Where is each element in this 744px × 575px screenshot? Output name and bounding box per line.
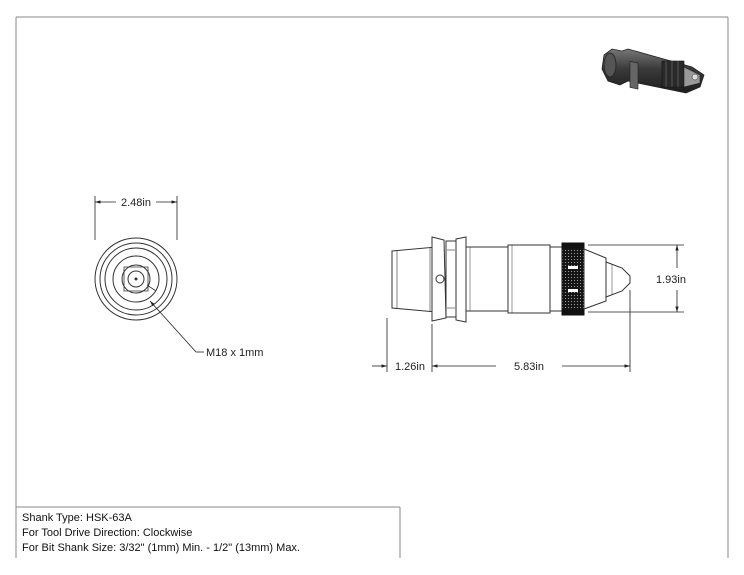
thread-label: M18 x 1mm <box>206 347 263 359</box>
side-view <box>391 236 631 323</box>
isometric-thumbnail <box>601 48 705 94</box>
front-diameter-label: 2.48in <box>121 197 151 209</box>
front-view <box>94 237 178 321</box>
spec-drive-direction: For Tool Drive Direction: Clockwise <box>22 527 193 539</box>
front-diameter-dimension <box>94 196 178 240</box>
side-height-label: 1.93in <box>656 274 686 286</box>
side-height-dimension <box>588 244 684 313</box>
thread-leader <box>149 300 204 353</box>
spec-bit-shank-size: For Bit Shank Size: 3/32" (1mm) Min. - 1… <box>22 542 300 554</box>
spec-shank-type: Shank Type: HSK-63A <box>22 512 132 524</box>
length-dimensions <box>372 290 631 372</box>
body-length-label: 5.83in <box>514 361 544 373</box>
drawing-frame <box>15 16 729 558</box>
flange-length-label: 1.26in <box>395 361 425 373</box>
